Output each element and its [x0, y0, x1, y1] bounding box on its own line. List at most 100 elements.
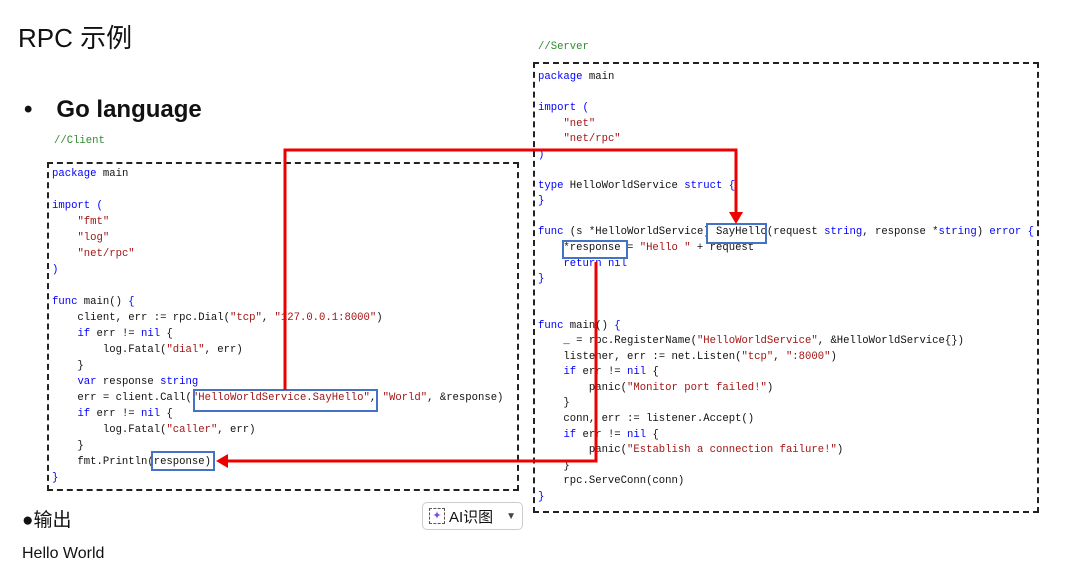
ai-sparkle-icon: ✦	[429, 508, 445, 524]
code-token: import	[538, 102, 577, 115]
code-line: listener, err := net.Listen("tcp", ":800…	[538, 350, 1034, 366]
code-token: "World"	[382, 392, 428, 404]
code-line: *response = "Hello " + request	[538, 241, 1034, 257]
code-token: }	[538, 397, 570, 410]
code-line: log.Fatal("dial", err)	[52, 342, 503, 358]
code-token: if	[77, 408, 91, 420]
code-line: )	[538, 148, 1034, 164]
code-line: panic("Establish a connection failure!")	[538, 443, 1034, 459]
code-token: , response *	[862, 226, 939, 239]
code-token: "Hello "	[639, 242, 691, 255]
code-line: fmt.Println(response)	[52, 454, 503, 470]
output-label: ●输出	[22, 510, 72, 531]
code-token: fmt.Println(response)	[52, 456, 211, 468]
code-token: func	[52, 296, 78, 308]
code-line: rpc.ServeConn(conn)	[538, 474, 1034, 490]
code-token: }	[52, 440, 84, 452]
highlight-server-response	[562, 240, 628, 259]
code-token: {	[646, 428, 659, 441]
code-token: error	[989, 226, 1022, 239]
code-token: }	[52, 472, 59, 484]
client-code: package main import ( "fmt" "log" "net/r…	[52, 166, 503, 486]
client-code-box	[47, 162, 519, 491]
code-token: string	[938, 226, 977, 239]
code-token: ":8000"	[785, 350, 831, 363]
code-token: }	[538, 459, 570, 472]
bullet-go-language: •Go language	[24, 96, 202, 124]
code-token: )	[766, 381, 774, 394]
server-code: package main import ( "net" "net/rpc") t…	[538, 70, 1034, 505]
code-token: )	[376, 312, 383, 324]
code-token: {	[1027, 226, 1034, 239]
code-line: type HelloWorldService struct {	[538, 179, 1034, 195]
code-token: )	[52, 264, 59, 276]
server-comment: //Server	[538, 41, 589, 53]
code-token: rpc.ServeConn(conn)	[538, 475, 685, 488]
code-line: }	[538, 490, 1034, 506]
code-line: panic("Monitor port failed!")	[538, 381, 1034, 397]
code-line: func main() {	[538, 319, 1034, 335]
code-line: }	[538, 272, 1034, 288]
code-token: , &response)	[427, 392, 504, 404]
code-token: }	[538, 273, 545, 286]
page-title: RPC 示例	[18, 23, 133, 53]
code-token: var	[77, 376, 97, 388]
code-line: }	[538, 194, 1034, 210]
code-token: *response =	[538, 242, 640, 255]
code-token: )	[976, 226, 990, 239]
code-token: {	[614, 319, 621, 332]
bullet-label: Go language	[56, 96, 202, 123]
code-token: panic(	[538, 381, 628, 394]
code-token: , err)	[217, 424, 256, 436]
code-line: return nil	[538, 257, 1034, 273]
code-token: "log"	[77, 232, 110, 244]
code-token: err !=	[90, 408, 142, 420]
ai-button-label: AI识图	[449, 508, 494, 526]
code-token: nil	[607, 257, 628, 270]
code-token: conn, err := listener.Accept()	[538, 413, 755, 426]
code-token: if	[77, 328, 91, 340]
chevron-down-icon[interactable]: ▼	[506, 510, 516, 522]
code-token: log.Fatal(	[52, 344, 167, 356]
code-token: err !=	[90, 328, 142, 340]
code-token: "127.0.0.1:8000"	[274, 312, 377, 324]
code-token: "HelloWorldService"	[696, 335, 818, 348]
code-line: _ = rpc.RegisterName("HelloWorldService"…	[538, 334, 1034, 350]
code-token: package	[538, 71, 583, 83]
code-line: "net/rpc"	[538, 132, 1034, 148]
code-token: "dial"	[166, 344, 205, 356]
code-token: if	[563, 428, 577, 441]
code-line: func main() {	[52, 294, 503, 310]
code-token: return	[563, 257, 602, 270]
code-line: }	[52, 358, 503, 374]
code-line: "net"	[538, 117, 1034, 133]
code-token: "net"	[563, 117, 596, 130]
ai-recognize-button[interactable]: ✦ AI识图 ▼	[422, 502, 523, 530]
code-token: "tcp"	[230, 312, 262, 324]
code-token: }	[52, 360, 84, 372]
code-token: nil	[627, 366, 647, 379]
response-arrow	[224, 262, 598, 463]
code-token: )	[830, 350, 837, 363]
code-line: var response string	[52, 374, 503, 390]
code-token: "Establish a connection failure!"	[627, 444, 837, 457]
code-line: "fmt"	[52, 214, 503, 230]
client-comment: //Client	[54, 135, 105, 147]
highlight-sayhello	[706, 223, 767, 244]
code-token: type	[538, 179, 564, 192]
call-arrow	[283, 148, 738, 390]
code-token: ,	[369, 392, 383, 404]
code-line: if err != nil {	[52, 326, 503, 342]
call-arrowhead-icon	[729, 212, 743, 224]
code-token: func	[538, 319, 564, 332]
code-token: "Monitor port failed!"	[627, 381, 767, 394]
code-token: {	[128, 296, 135, 308]
code-token: (	[582, 102, 589, 115]
code-token: _ = rpc.RegisterName(	[538, 335, 697, 348]
code-token: {	[160, 408, 173, 420]
code-token: + request	[690, 242, 755, 255]
response-arrowhead-icon	[216, 454, 228, 468]
code-token: {	[646, 366, 659, 379]
code-token: "fmt"	[77, 216, 110, 228]
